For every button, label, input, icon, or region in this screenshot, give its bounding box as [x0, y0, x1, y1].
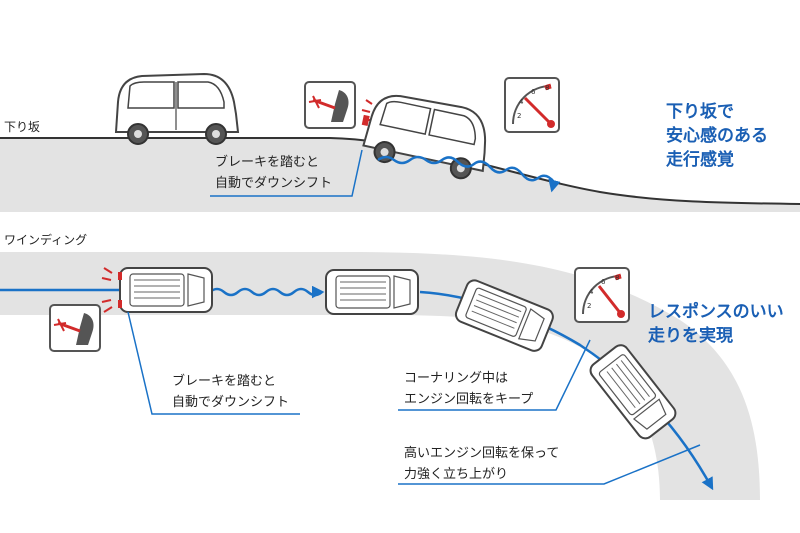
brake-pedal-icon-winding: [49, 304, 101, 352]
downhill-road: [0, 138, 800, 212]
winding-exit-callout-line-2: 力強く立ち上がり: [404, 467, 509, 482]
downhill-wave-arrow: [377, 155, 561, 193]
winding-headline-line-2: 走りを実現: [648, 326, 733, 346]
winding-brake-callout-line-2: 自動でダウンシフト: [172, 395, 290, 410]
car-top-view-3: [454, 279, 554, 352]
tach-tick-6: 6: [531, 88, 536, 96]
tach-tick-6-winding: 6: [601, 278, 606, 286]
winding-exit-callout-text: 高いエンジン回転を保って 力強く立ち上がり: [404, 443, 559, 485]
winding-brake-callout-text: ブレーキを踏むと 自動でダウンシフト: [172, 371, 289, 413]
downhill-callout-line: [210, 149, 363, 197]
tachometer-downhill: 2 4 6 8: [504, 77, 560, 133]
tach-tick-4-winding: 4: [589, 288, 594, 296]
downhill-callout-text: ブレーキを踏むと 自動でダウンシフト: [215, 152, 332, 194]
tach-tick-8-winding: 8: [615, 274, 619, 282]
downhill-callout-line-2: 自動でダウンシフト: [215, 176, 333, 191]
section-label-downhill: 下り坂: [4, 120, 41, 134]
car-side-flat: [114, 72, 240, 145]
car-top-view-2: [325, 269, 419, 315]
winding-exit-callout-line: [398, 444, 701, 485]
downhill-headline: 下り坂で 安心感のある 走行感覚: [666, 100, 768, 172]
car-side-slope: [361, 94, 487, 180]
winding-headline-line-1: レスポンスのいい: [648, 302, 784, 322]
winding-wave-arrow: [209, 287, 324, 304]
brake-light-marks-winding: [101, 267, 113, 313]
winding-corner-callout-line-1: コーナリング中は: [404, 371, 509, 386]
downhill-headline-line-1: 下り坂で: [666, 102, 734, 122]
winding-brake-callout-line-1: ブレーキを踏むと: [172, 374, 277, 389]
car-top-view-4: [589, 344, 677, 440]
tachometer-winding: 2 4 6 8: [574, 267, 630, 323]
tach-tick-4: 4: [519, 98, 524, 106]
winding-exit-callout-line-1: 高いエンジン回転を保って: [404, 446, 560, 461]
section-label-winding: ワインディング: [4, 233, 88, 247]
winding-headline: レスポンスのいい 走りを実現: [648, 300, 784, 348]
winding-corner-callout-line: [398, 339, 591, 411]
downhill-headline-line-3: 走行感覚: [666, 150, 734, 170]
winding-corner-callout-line-2: エンジン回転をキープ: [404, 392, 534, 407]
brake-pedal-icon-downhill: [304, 81, 356, 129]
downhill-headline-line-2: 安心感のある: [666, 126, 768, 146]
car-top-view-1: [118, 267, 213, 313]
tach-tick-2-winding: 2: [587, 302, 591, 310]
tach-tick-2: 2: [517, 112, 521, 120]
tach-tick-8: 8: [545, 84, 549, 92]
winding-brake-callout-line: [127, 311, 300, 415]
winding-corner-callout-text: コーナリング中は エンジン回転をキープ: [404, 368, 533, 410]
winding-road-band: [0, 252, 760, 500]
downhill-callout-line-1: ブレーキを踏むと: [215, 155, 320, 170]
